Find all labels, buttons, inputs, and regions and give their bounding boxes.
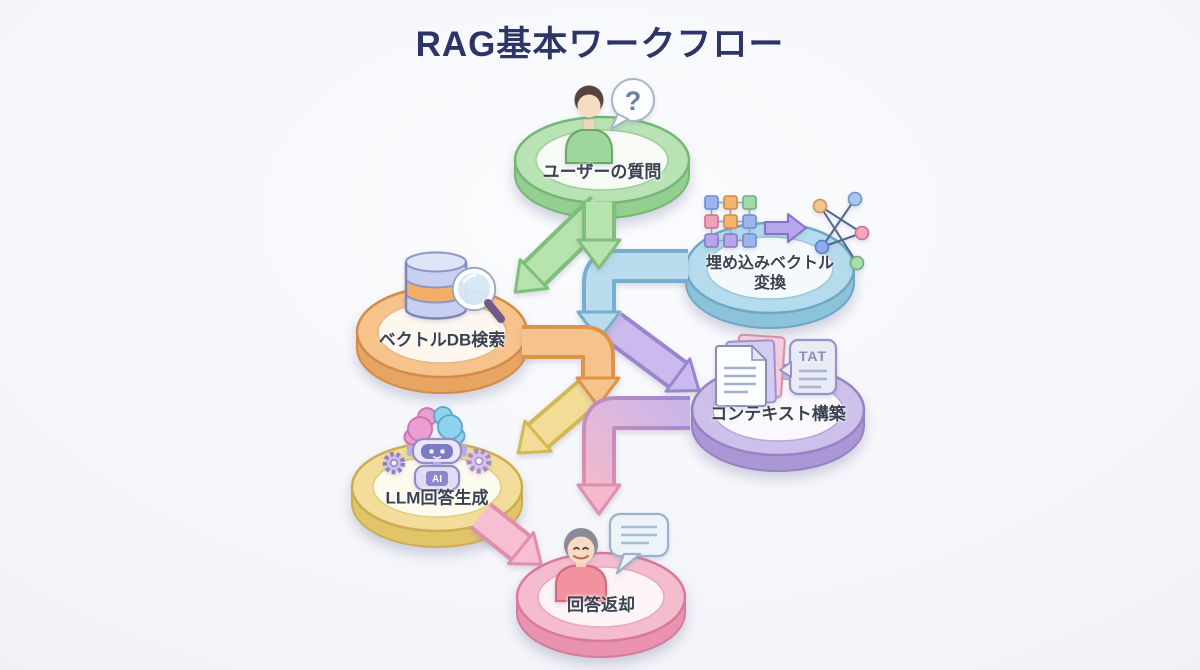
arrow-context-to-answer: [576, 396, 690, 516]
question-mark: ?: [625, 86, 642, 116]
arrow-db-to-center: [522, 325, 621, 408]
arrow-embedding-to-merge: [576, 249, 688, 342]
label-vector-db: ベクトルDB検索: [378, 330, 506, 350]
label-user-question: ユーザーの質問: [542, 162, 662, 182]
person-face: [577, 94, 601, 118]
node-vector-db: [355, 285, 529, 394]
robot-face-screen: [421, 444, 453, 459]
magnifier-icon: [451, 266, 505, 323]
gear-left-icon: [382, 451, 406, 475]
robot-chest-panel: [426, 471, 448, 486]
page-title: RAG基本ワークフロー: [415, 25, 785, 64]
person-torso: [554, 564, 608, 603]
database-search-icon: [404, 251, 505, 323]
question-bubble: [611, 78, 655, 122]
user-question-icon: ?: [565, 78, 655, 164]
context-documents-icon: TAT: [715, 333, 838, 407]
arrow-center-to-llm: [516, 373, 608, 455]
label-embedding-line1: 埋め込みベクトル: [705, 255, 835, 272]
doc-badge-bubble: TAT: [779, 338, 838, 396]
gear-right-icon: [466, 448, 492, 474]
answer-person-icon: [554, 512, 670, 603]
answer-bubble: [608, 512, 670, 575]
llm-robot-icon: AI: [382, 406, 492, 492]
person-torso: [565, 129, 613, 164]
label-context-build: コンテキスト構築: [710, 404, 846, 424]
arrow-llm-to-answer: [470, 502, 543, 566]
arrow-user-down: [576, 202, 622, 270]
robot-chest-text: AI: [432, 474, 442, 485]
label-embedding-line2: 変換: [753, 275, 787, 292]
label-llm-generate: LLM回答生成: [385, 488, 489, 508]
doc-badge-text: TAT: [799, 348, 827, 364]
arrow-merge-to-context: [601, 312, 701, 393]
label-answer-return: 回答返却: [567, 595, 635, 615]
embedding-vectors-icon: [704, 191, 870, 271]
transform-arrow-icon: [764, 213, 807, 243]
